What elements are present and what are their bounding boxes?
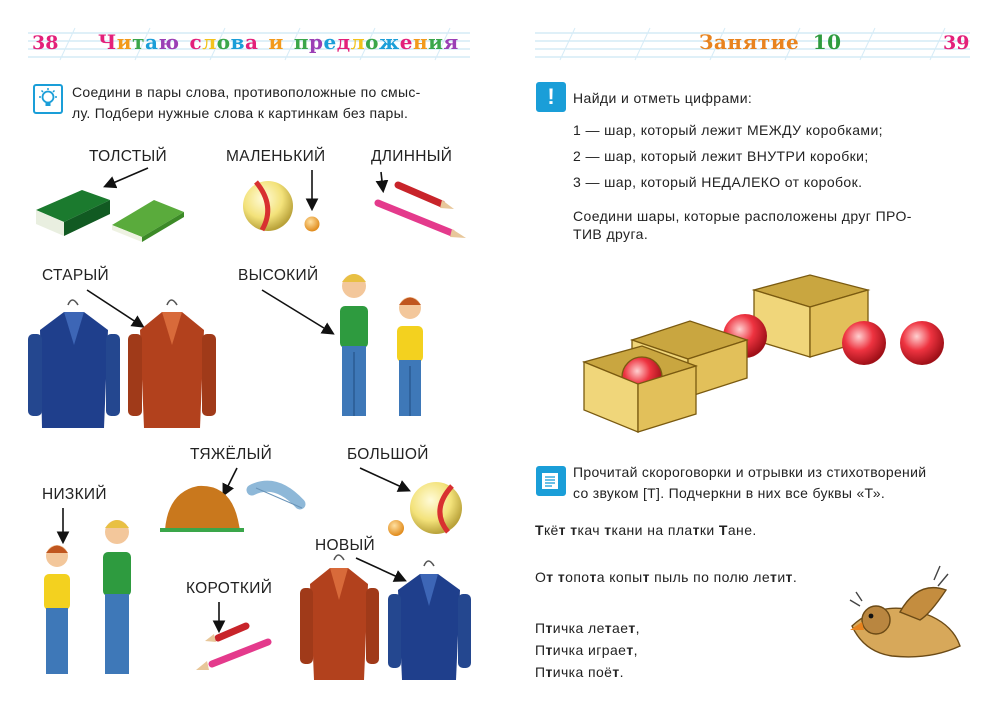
thin-book xyxy=(112,200,184,242)
stone xyxy=(160,485,244,532)
word-vysokiy: ВЫСОКИЙ xyxy=(238,267,319,284)
ball-near-1 xyxy=(842,321,886,365)
page-number: 38 xyxy=(32,32,59,54)
page-title: Читаю слова и предложения xyxy=(98,30,459,54)
task1-intro: Найди и отметь цифрами: xyxy=(573,90,753,106)
short-red-pencil xyxy=(394,181,454,209)
big-ball-2 xyxy=(410,482,462,534)
blue-jacket-new xyxy=(388,560,471,680)
word-dlinnyy: ДЛИННЫЙ xyxy=(371,148,453,165)
word-malenkiy: МАЛЕНЬКИЙ xyxy=(226,148,326,165)
lightbulb-icon xyxy=(33,84,63,114)
short-red-pencil-2 xyxy=(205,622,250,642)
left-illustrations xyxy=(28,167,471,680)
word-korotkiy: КОРОТКИЙ xyxy=(186,580,273,597)
box-front xyxy=(581,345,699,433)
short-boy xyxy=(397,297,423,416)
brown-jacket xyxy=(128,299,216,428)
verse-line-5: Птичка поёт. xyxy=(535,664,624,680)
header-guide-lines xyxy=(28,27,970,61)
verse-line-4: Птичка играет, xyxy=(535,642,638,658)
right-page: Занятие 10 39 ! Найди и отметь цифрами: … xyxy=(500,0,1000,712)
task-instruction: Соедини в пары слова, противоположные по… xyxy=(72,84,421,121)
arrow xyxy=(375,171,389,194)
verse-line-1: Ткёт ткач ткани на платки Тане. xyxy=(535,522,757,538)
arrow xyxy=(355,557,407,582)
ball-near-2 xyxy=(900,321,944,365)
tall-boy-2 xyxy=(103,520,131,674)
left-page: 38 Читаю слова и предложения Соедини в п… xyxy=(28,30,471,680)
small-ball xyxy=(304,216,320,232)
verse-line-2: От топота копыт пыль по полю летит. xyxy=(535,569,798,585)
long-pink-pencil-2 xyxy=(196,638,272,670)
word-bolshoy: БОЛЬШОЙ xyxy=(347,446,429,463)
word-staryy: СТАРЫЙ xyxy=(42,267,109,284)
bird-illustration xyxy=(849,565,961,658)
task1-item-3: 3 — шар, который НЕДАЛЕКО от коробок. xyxy=(573,174,863,190)
small-ball-2 xyxy=(388,520,404,536)
arrow xyxy=(222,467,238,497)
feather xyxy=(246,480,306,510)
arrow xyxy=(359,467,411,492)
word-tolstyy: ТОЛСТЫЙ xyxy=(89,148,167,165)
book-icon xyxy=(536,466,566,496)
boxes-illustration xyxy=(581,274,961,658)
task1-item-1: 1 — шар, который лежит МЕЖДУ коробками; xyxy=(573,122,883,138)
word-nizkiy: НИЗКИЙ xyxy=(42,486,107,503)
blue-jacket-old xyxy=(28,299,120,428)
word-tyazhelyy: ТЯЖЁЛЫЙ xyxy=(190,446,273,463)
task1-item-2: 2 — шар, который лежит ВНУТРИ коробки; xyxy=(573,148,869,164)
word-novyy: НОВЫЙ xyxy=(315,537,375,554)
verse-line-3: Птичка летает, xyxy=(535,620,640,636)
task1-connect-line2: ТИВ друга. xyxy=(573,226,649,242)
exclamation-icon: ! xyxy=(536,82,566,112)
lesson-title: Занятие 10 xyxy=(699,30,842,54)
arrow xyxy=(261,289,335,335)
task1-connect-line1: Соедини шары, которые расположены друг П… xyxy=(573,208,912,224)
task2-instruction: Прочитай скороговорки и отрывки из стихо… xyxy=(573,464,927,501)
page-number: 39 xyxy=(943,32,970,54)
thick-book xyxy=(36,190,110,236)
arrow xyxy=(86,289,145,328)
brown-jacket-2 xyxy=(300,554,379,680)
short-boy-2 xyxy=(44,545,70,674)
arrow xyxy=(103,167,149,189)
long-pink-pencil xyxy=(374,199,466,238)
tall-boy xyxy=(340,274,368,416)
